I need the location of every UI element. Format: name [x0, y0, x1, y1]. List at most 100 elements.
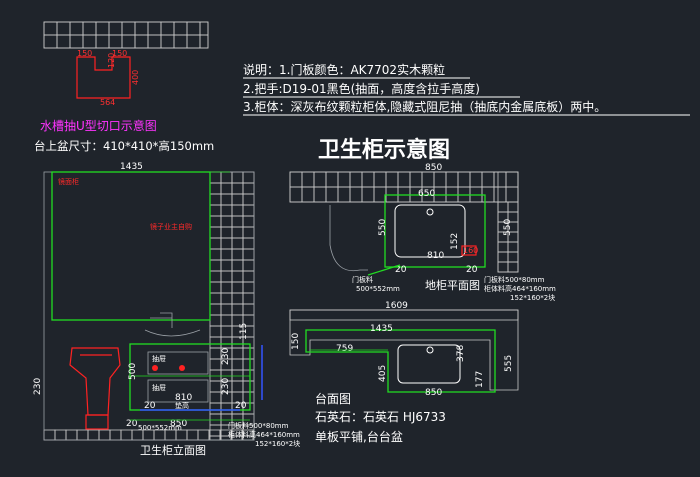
- tile: [361, 186, 375, 203]
- tile: [301, 186, 315, 203]
- tile: [209, 347, 222, 360]
- tile: [120, 429, 133, 441]
- elev-door-size-label: 门板料500*80mm: [228, 421, 289, 430]
- ucut-dim-e: 564: [100, 98, 115, 107]
- tile: [242, 358, 255, 371]
- fp-w810-dim: 810: [427, 251, 444, 261]
- tile: [220, 226, 233, 239]
- tile: [231, 347, 244, 360]
- tile: [231, 270, 244, 283]
- fp-side3-label: 152*160*2块: [510, 293, 555, 302]
- tile: [220, 215, 233, 228]
- tile: [481, 171, 495, 188]
- tile: [209, 402, 222, 415]
- elev-h4-dim: 230: [33, 378, 43, 395]
- tile: [209, 380, 222, 393]
- tile: [497, 261, 509, 273]
- tile: [242, 380, 255, 393]
- counter-top-view: 1609 1435 759 150 405 378 850 177 555 台面…: [289, 301, 519, 444]
- tile: [497, 251, 509, 263]
- fp-door-label: 门板料: [352, 275, 373, 284]
- tile: [209, 226, 222, 239]
- tile: [231, 369, 244, 382]
- tile: [445, 171, 459, 188]
- tile: [160, 21, 175, 36]
- tile: [95, 21, 110, 36]
- counter-title: 台面图: [315, 391, 351, 406]
- fp-d152-dim: 152: [450, 233, 460, 250]
- tile: [209, 171, 222, 184]
- elevation-title: 卫生柜立面图: [140, 443, 206, 457]
- tile: [209, 281, 222, 294]
- tile: [209, 424, 222, 437]
- tile: [373, 186, 387, 203]
- tile: [242, 226, 255, 239]
- tile: [209, 259, 222, 272]
- tile: [231, 259, 244, 272]
- elev-h2-dim: 230: [221, 348, 231, 365]
- tile: [507, 261, 519, 273]
- tile: [242, 259, 255, 272]
- tile: [409, 171, 423, 188]
- tile: [231, 358, 244, 371]
- elev-cabinet-label: 柜体料高464*160mm: [228, 430, 300, 439]
- tile: [325, 171, 339, 188]
- tile: [98, 429, 111, 441]
- tile: [209, 193, 222, 206]
- tile: [220, 314, 233, 327]
- tile: [242, 248, 255, 261]
- tile: [433, 171, 447, 188]
- tile: [199, 34, 209, 49]
- ucut-dim-b: 150: [112, 49, 127, 58]
- tile: [186, 34, 201, 49]
- ct-w759-dim: 759: [336, 344, 353, 354]
- tile: [242, 303, 255, 316]
- floor-plan-view: 850 650 550 550 810 152 160 20 20 门板料 50…: [289, 163, 556, 302]
- tile: [242, 171, 255, 184]
- basin-size-note: 台上盆尺寸：410*410*高150mm: [34, 139, 214, 153]
- tile: [209, 369, 222, 382]
- tile: [43, 34, 58, 49]
- tile: [220, 171, 233, 184]
- tile: [108, 34, 123, 49]
- tile: [54, 429, 67, 441]
- tile: [209, 314, 222, 327]
- tile: [209, 303, 222, 316]
- ct-d555-dim: 555: [504, 355, 514, 372]
- elev-width-dim: 1435: [120, 162, 143, 172]
- floor-plan-title: 地柜平面图: [425, 279, 480, 292]
- tile: [313, 186, 327, 203]
- tile: [186, 429, 199, 441]
- tile: [121, 34, 136, 49]
- elev-w1-dim: 20: [144, 401, 156, 411]
- tile: [109, 429, 122, 441]
- tile: [197, 429, 210, 441]
- note-line-3: 3.柜体：深灰布纹颗粒柜体,隐藏式阻尼抽（抽底内金属底板）两中。: [243, 99, 606, 114]
- fp-w20b-dim: 20: [466, 265, 478, 275]
- tile: [69, 34, 84, 49]
- tile: [289, 186, 303, 203]
- u-cut-title: 水槽抽U型切口示意图: [40, 118, 157, 133]
- drawer-label-2: 抽屉: [152, 383, 166, 392]
- mirror-note-label: 镜子业主自购: [150, 222, 192, 231]
- bottom-label: 垫高: [175, 401, 189, 410]
- elev-cabinet2-label: 152*160*2块: [255, 439, 300, 448]
- elev-h1-dim: 500: [128, 363, 138, 380]
- tile: [301, 171, 315, 188]
- tile: [242, 193, 255, 206]
- ucut-dim-a: 150: [77, 49, 92, 58]
- top-tile-strip: [43, 21, 209, 49]
- tile: [231, 182, 244, 195]
- tile: [242, 281, 255, 294]
- tile: [220, 259, 233, 272]
- tile: [242, 292, 255, 305]
- tile: [95, 34, 110, 49]
- tile: [469, 171, 483, 188]
- tile: [337, 171, 351, 188]
- tile: [220, 237, 233, 250]
- tile: [186, 21, 201, 36]
- tile: [313, 171, 327, 188]
- tile: [209, 325, 222, 338]
- tile: [220, 248, 233, 261]
